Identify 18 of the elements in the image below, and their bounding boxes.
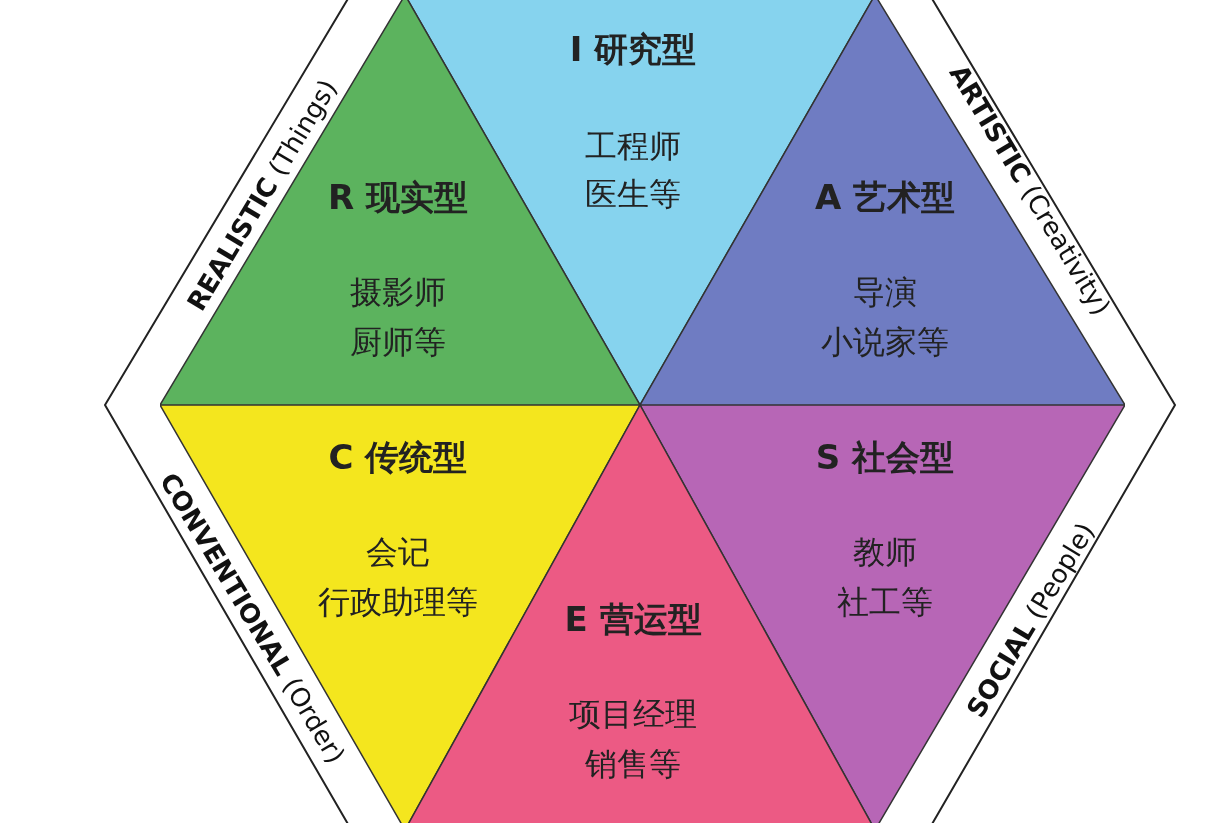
occupation-text: 医生等 xyxy=(585,174,681,215)
occupation-text: 导演 xyxy=(853,272,917,313)
type-heading: C 传统型 xyxy=(328,436,468,479)
occupation-text: 工程师 xyxy=(585,126,681,167)
occupation-text: 教师 xyxy=(853,532,917,573)
type-heading: R 现实型 xyxy=(328,176,468,219)
occupation-text: 摄影师 xyxy=(350,272,446,313)
occupation-text: 厨师等 xyxy=(350,322,446,363)
occupation-text: 行政助理等 xyxy=(318,582,478,623)
occupation-text: 小说家等 xyxy=(821,322,949,363)
occupation-text: 会记 xyxy=(366,532,430,573)
type-heading: S 社会型 xyxy=(815,436,955,479)
type-heading: A 艺术型 xyxy=(814,177,956,219)
occupation-text: 销售等 xyxy=(585,744,681,785)
type-heading: I 研究型 xyxy=(569,28,697,71)
occupation-text: 项目经理 xyxy=(569,694,697,735)
type-heading: E 营运型 xyxy=(564,598,702,641)
occupation-text: 社工等 xyxy=(837,582,933,623)
